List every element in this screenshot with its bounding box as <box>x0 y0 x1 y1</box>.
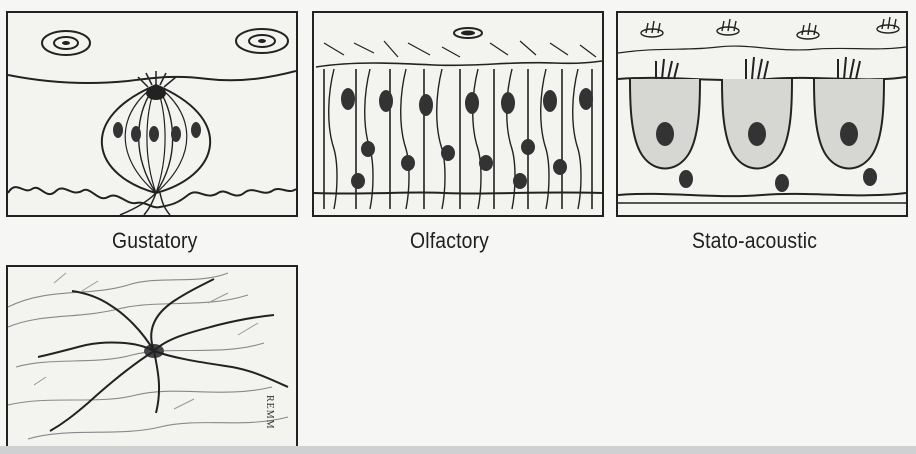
artist-signature: REMM <box>264 395 275 430</box>
caption-gustatory: Gustatory <box>112 228 198 253</box>
panel-stato-acoustic <box>616 11 908 217</box>
caption-olfactory: Olfactory <box>410 228 490 253</box>
panel-olfactory <box>312 11 604 217</box>
stellate-cell-illustration <box>8 272 289 440</box>
olfactory-illustration <box>314 27 602 210</box>
bottom-strip <box>0 446 916 454</box>
caption-stato-acoustic: Stato-acoustic <box>692 228 818 253</box>
panel-gustatory <box>6 11 298 217</box>
stato-acoustic-illustration <box>618 16 906 204</box>
gustatory-illustration <box>8 28 296 215</box>
panel-stellate-cell <box>6 265 298 446</box>
